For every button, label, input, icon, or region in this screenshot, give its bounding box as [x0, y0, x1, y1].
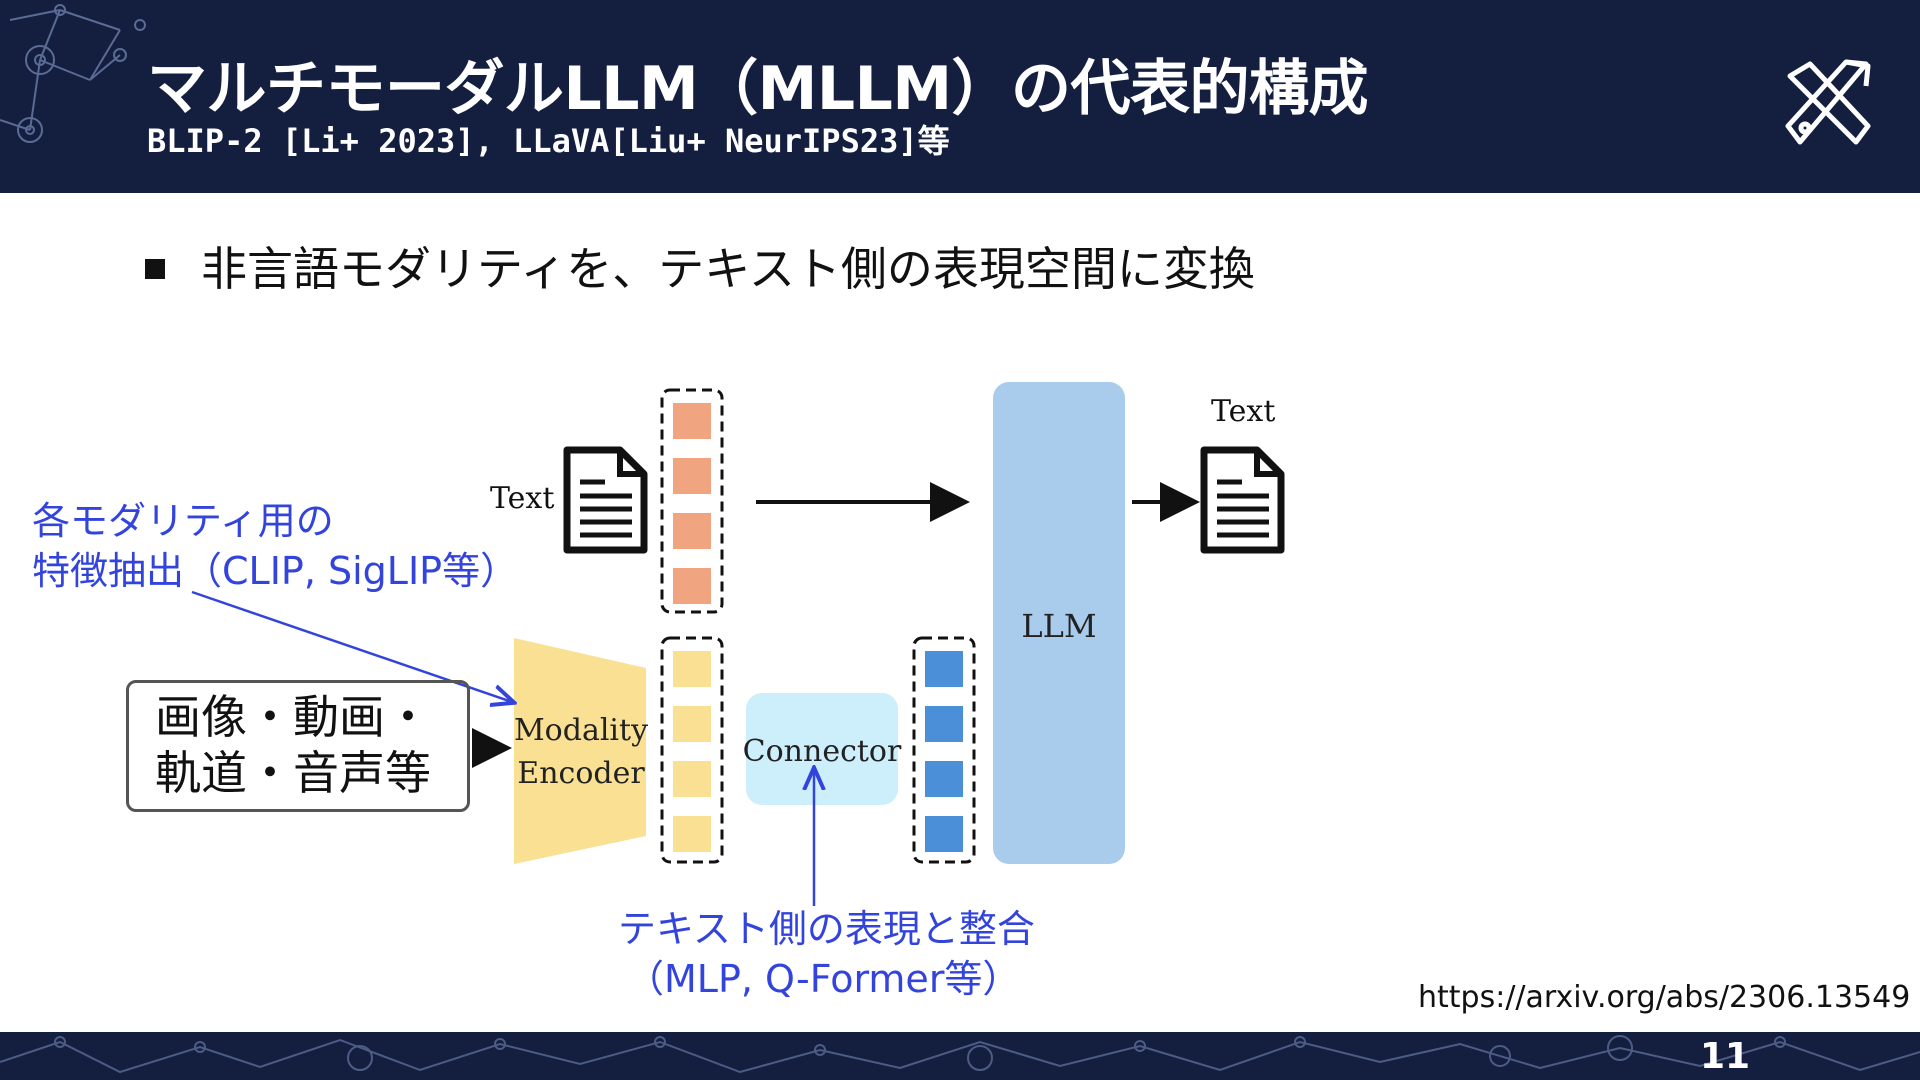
connector-annotation: テキスト側の表現と整合 （MLP, Q-Former等） [618, 904, 1035, 1004]
encoder-annotation-line1: 各モダリティ用の [32, 499, 334, 543]
encoder-label-line1: Modality [514, 713, 648, 748]
modality-encoder [514, 638, 646, 864]
text-token-group [660, 388, 724, 614]
modality-token [673, 761, 711, 797]
document-output-icon [1200, 446, 1285, 554]
input-box-line1: 画像・動画・ [155, 690, 431, 744]
slide-title: マルチモーダルLLM（MLLM）の代表的構成 [147, 54, 1369, 124]
aligned-token [925, 706, 963, 742]
text-token [673, 513, 711, 549]
source-url[interactable]: https://arxiv.org/abs/2306.13549 [1418, 980, 1911, 1015]
page-number: 11 [1700, 1036, 1751, 1077]
text-token [673, 403, 711, 439]
encoder-annotation: 各モダリティ用の 特徴抽出（CLIP, SigLIP等） [32, 496, 518, 596]
document-input-icon [563, 446, 648, 554]
modality-token [673, 816, 711, 852]
aligned-token-group [912, 636, 976, 864]
text-token [673, 568, 711, 604]
llm-label: LLM [1021, 607, 1096, 645]
network-decoration-icon [0, 4, 146, 143]
modality-input-box: 画像・動画・ 軌道・音声等 [126, 680, 470, 812]
modality-token-group [660, 636, 724, 864]
bullet-square-icon [145, 258, 165, 279]
llm-block [993, 382, 1125, 864]
modality-token [673, 706, 711, 742]
aligned-token [925, 816, 963, 852]
text-output-label: Text [1211, 394, 1275, 429]
text-token [673, 458, 711, 494]
bullet-point: 非言語モダリティを、テキスト側の表現空間に変換 [145, 233, 1255, 299]
header-bar: マルチモーダルLLM（MLLM）の代表的構成 BLIP-2 [Li+ 2023]… [0, 0, 1920, 193]
slide-subtitle: BLIP-2 [Li+ 2023], LLaVA[Liu+ NeurIPS23]… [147, 122, 950, 160]
connector-label: Connector [743, 734, 902, 769]
connector-block [746, 693, 898, 805]
encoder-label-line2: Encoder [517, 756, 645, 791]
aligned-token [925, 651, 963, 687]
input-box-line2: 軌道・音声等 [155, 746, 431, 800]
connector-annotation-line1: テキスト側の表現と整合 [618, 907, 1035, 951]
text-input-label: Text [490, 481, 554, 516]
footer-bar: 11 [0, 1032, 1920, 1080]
connector-annotation-line2: （MLP, Q-Former等） [626, 957, 1021, 1001]
encoder-annotation-line2: 特徴抽出（CLIP, SigLIP等） [32, 549, 519, 593]
network-decoration-icon [0, 1035, 1920, 1074]
bullet-text: 非言語モダリティを、テキスト側の表現空間に変換 [201, 242, 1255, 296]
encoder-annotation-arrow [191, 590, 512, 702]
modality-token [673, 651, 711, 687]
aligned-token [925, 761, 963, 797]
crossed-tools-logo-icon [1785, 59, 1871, 145]
